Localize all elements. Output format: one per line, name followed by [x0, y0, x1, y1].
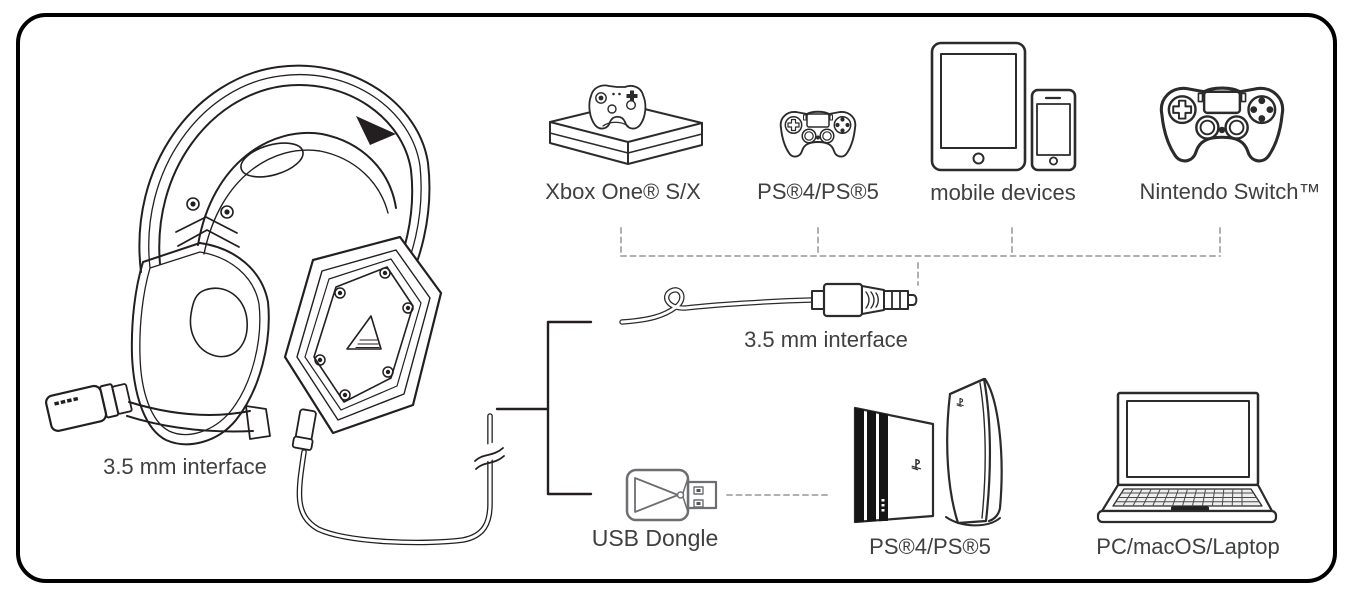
microphone-capsule [45, 383, 133, 432]
ps4-controller-icon [779, 110, 857, 158]
label-xbox: Xbox One® S/X [545, 179, 701, 204]
microphone-boom [45, 383, 271, 440]
usb-dongle-icon [625, 468, 718, 522]
top-dashed-connector [620, 227, 1221, 286]
ear-cup-plate [283, 235, 443, 435]
label-ps-console: PS®4/PS®5 [869, 534, 991, 559]
ear-cushion [130, 242, 270, 446]
label-ps-controller: PS®4/PS®5 [757, 179, 879, 204]
cable-split-bracket [495, 320, 593, 496]
audio-jack-cable-icon [619, 282, 918, 325]
brand-triangle-logo [346, 315, 382, 350]
plate-screws [314, 267, 414, 401]
label-pc-laptop: PC/macOS/Laptop [1096, 534, 1280, 559]
cable-break-mark [474, 440, 506, 470]
headband [138, 64, 431, 305]
headset-cable [291, 408, 506, 546]
jack-plug [811, 282, 918, 318]
diagram-border [16, 13, 1337, 583]
xbox-controller-icon [588, 84, 647, 130]
laptop-icon [1096, 391, 1278, 524]
label-cable-interface: 3.5 mm interface [744, 327, 908, 352]
tablet-icon [930, 41, 1027, 172]
smartphone-icon [1030, 88, 1077, 172]
label-nintendo-switch: Nintendo Switch™ [1139, 179, 1321, 204]
label-usb-dongle: USB Dongle [591, 525, 719, 551]
cable-connector [291, 408, 317, 451]
ps4-console-icon [853, 406, 935, 524]
label-mobile-devices: mobile devices [930, 180, 1076, 205]
switch-controller-icon [1159, 86, 1285, 163]
headset-illustration [45, 64, 506, 546]
ps5-console-icon [945, 377, 1003, 527]
label-headset-interface: 3.5 mm interface [103, 454, 267, 479]
